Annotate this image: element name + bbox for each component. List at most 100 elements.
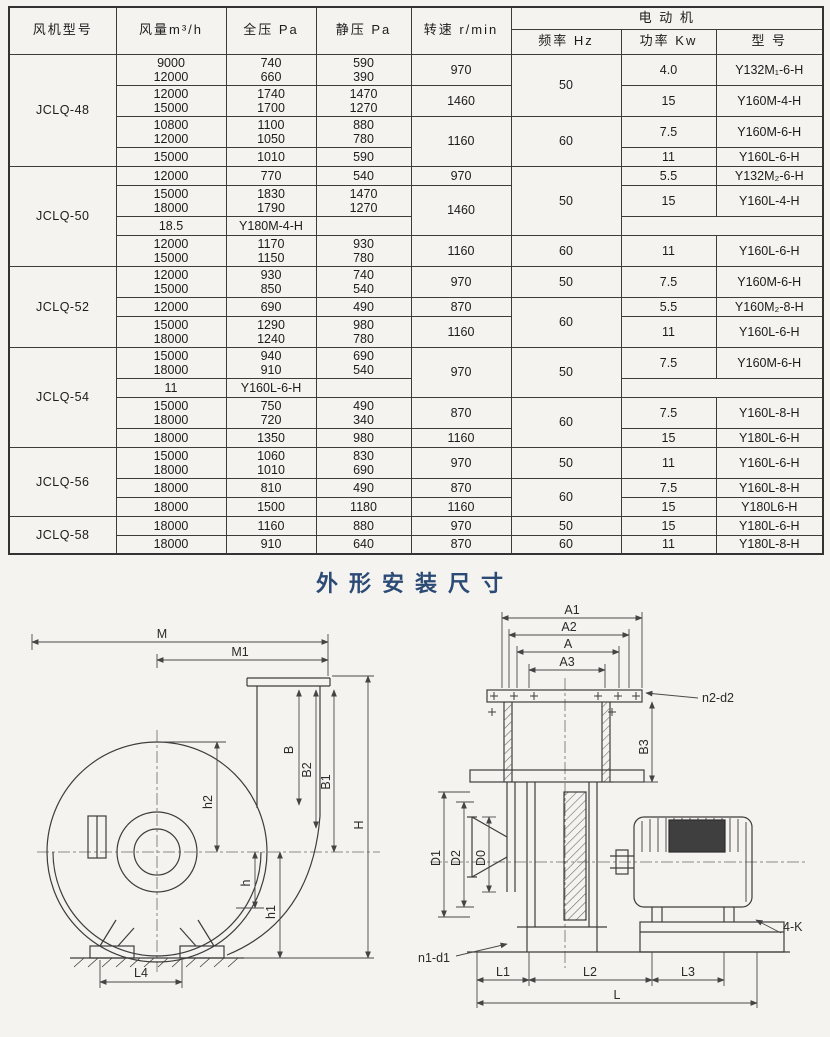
table-cell: 810 bbox=[225, 477, 317, 498]
col-header-speed: 转速 r/min bbox=[410, 6, 512, 55]
fan-model-cell: JCLQ-58 bbox=[8, 515, 117, 555]
table-cell: 590 390 bbox=[315, 53, 412, 86]
table-cell: 910 bbox=[225, 534, 317, 555]
table-cell: 15 bbox=[620, 84, 717, 117]
table-cell: 11 bbox=[620, 534, 717, 555]
table-cell: 750 720 bbox=[225, 396, 317, 429]
table-cell: Y160L-6-H bbox=[715, 446, 824, 479]
table-cell: 1470 1270 bbox=[315, 184, 412, 217]
table-cell: 1160 bbox=[410, 496, 512, 517]
dim-label-A: A bbox=[564, 637, 573, 651]
table-cell: 1010 bbox=[225, 146, 317, 167]
table-cell: 11 bbox=[620, 446, 717, 479]
col-header-total-pressure: 全压 Pa bbox=[225, 6, 317, 55]
table-cell: 11 bbox=[620, 315, 717, 348]
fan-front-view-drawing: A1 A2 A A3 n2-d2 B3 D1 D2 D0 n1-d1 L1 L2… bbox=[418, 603, 808, 1008]
dim-label-H: H bbox=[352, 820, 366, 829]
fan-model-cell: JCLQ-54 bbox=[8, 346, 117, 448]
table-cell: 5.5 bbox=[620, 296, 717, 317]
table-cell: Y160M-4-H bbox=[715, 84, 824, 117]
table-cell: 980 bbox=[315, 427, 412, 448]
table-cell: 7.5 bbox=[620, 396, 717, 429]
table-cell: 970 bbox=[410, 515, 512, 536]
table-cell: 490 bbox=[315, 296, 412, 317]
table-cell: 1460 bbox=[410, 84, 512, 117]
table-cell: Y132M₁-6-H bbox=[715, 53, 824, 86]
dim-label-M: M bbox=[157, 627, 167, 641]
table-cell: 15000 18000 bbox=[115, 446, 227, 479]
table-cell: 18000 bbox=[115, 534, 227, 555]
table-cell: Y160L-6-H bbox=[715, 146, 824, 167]
dim-label-M1: M1 bbox=[231, 645, 248, 659]
dim-label-L4: L4 bbox=[134, 966, 148, 980]
table-cell: Y160L-6-H bbox=[225, 377, 317, 398]
col-header-power: 功率 Kw bbox=[620, 28, 717, 55]
table-cell: Y160L-8-H bbox=[715, 477, 824, 498]
dim-label-h: h bbox=[239, 879, 253, 886]
table-cell: 50 bbox=[510, 265, 622, 298]
fan-model-cell: JCLQ-52 bbox=[8, 265, 117, 348]
table-cell: 15000 18000 bbox=[115, 396, 227, 429]
table-cell: 7.5 bbox=[620, 265, 717, 298]
table-cell: 930 850 bbox=[225, 265, 317, 298]
table-cell: Y160L-4-H bbox=[715, 184, 824, 217]
dim-label-A1: A1 bbox=[564, 603, 579, 617]
table-cell: 970 bbox=[410, 265, 512, 298]
dim-label-B2: B2 bbox=[300, 762, 314, 777]
table-cell: 5.5 bbox=[620, 165, 717, 186]
dim-label-h2: h2 bbox=[201, 795, 215, 809]
table-cell: 970 bbox=[410, 346, 512, 398]
table-cell: Y160M-6-H bbox=[715, 265, 824, 298]
table-cell: 15 bbox=[620, 427, 717, 448]
dim-label-n2-d2: n2-d2 bbox=[702, 691, 734, 705]
table-cell: Y180M-4-H bbox=[225, 215, 317, 236]
table-cell: 740 660 bbox=[225, 53, 317, 86]
table-cell: Y180L-6-H bbox=[715, 515, 824, 536]
table-cell: 12000 15000 bbox=[115, 265, 227, 298]
table-cell: 7.5 bbox=[620, 477, 717, 498]
table-cell: 15000 18000 bbox=[115, 346, 227, 379]
table-cell: 15 bbox=[620, 496, 717, 517]
fan-model-cell: JCLQ-48 bbox=[8, 53, 117, 167]
dimension-lines bbox=[438, 612, 782, 1008]
table-cell: 50 bbox=[510, 53, 622, 117]
machine-body bbox=[467, 689, 790, 953]
table-cell: 50 bbox=[510, 346, 622, 398]
table-cell: 11 bbox=[620, 234, 717, 267]
table-cell: 50 bbox=[510, 165, 622, 236]
table-cell: Y160M-6-H bbox=[715, 346, 824, 379]
fan-model-cell: JCLQ-56 bbox=[8, 446, 117, 517]
table-cell: Y160L-8-H bbox=[715, 396, 824, 429]
table-cell: 1350 bbox=[225, 427, 317, 448]
table-cell: 970 bbox=[410, 165, 512, 186]
table-cell: 1100 1050 bbox=[225, 115, 317, 148]
table-cell: 60 bbox=[510, 296, 622, 348]
table-cell: 50 bbox=[510, 446, 622, 479]
table-cell: 1160 bbox=[410, 427, 512, 448]
table-cell: 490 340 bbox=[315, 396, 412, 429]
table-cell: 540 bbox=[315, 165, 412, 186]
table-cell: 50 bbox=[510, 515, 622, 536]
table-cell: 11 bbox=[115, 377, 227, 398]
table-cell: 940 910 bbox=[225, 346, 317, 379]
dim-label-A2: A2 bbox=[561, 620, 576, 634]
dim-label-B1: B1 bbox=[319, 774, 333, 789]
table-cell: 11 bbox=[620, 146, 717, 167]
volute-circle bbox=[46, 741, 268, 963]
table-cell: 640 bbox=[315, 534, 412, 555]
table-cell: Y160L-6-H bbox=[715, 315, 824, 348]
table-cell: 9000 12000 bbox=[115, 53, 227, 86]
col-header-motor-group: 电 动 机 bbox=[510, 6, 824, 30]
table-cell: 1160 bbox=[410, 315, 512, 348]
table-cell: 60 bbox=[510, 396, 622, 448]
centerlines bbox=[37, 730, 380, 972]
table-cell: 1290 1240 bbox=[225, 315, 317, 348]
